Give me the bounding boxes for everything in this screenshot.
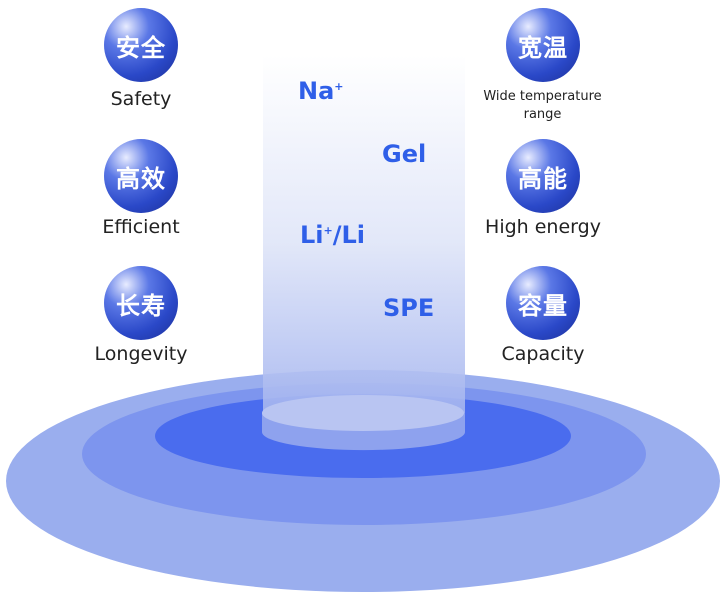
na-label: Na+ [298, 77, 344, 105]
wide-temp-label: Wide temperature range [483, 89, 602, 122]
capacity-badge: 容量 [506, 266, 580, 340]
gel-label: Gel [382, 140, 427, 168]
safety-badge: 安全 [104, 8, 178, 82]
high-energy-label: High energy [485, 216, 601, 238]
spe-label: SPE [383, 294, 435, 322]
high-energy-badge: 高能 [506, 139, 580, 213]
cylinder-top [262, 395, 464, 431]
li-label: Li+/Li [300, 221, 366, 249]
longevity-label: Longevity [94, 343, 188, 365]
light-column [263, 55, 465, 430]
safety-label: Safety [110, 88, 172, 110]
capacity-label: Capacity [501, 343, 585, 365]
efficient-label: Efficient [102, 216, 180, 238]
longevity-badge: 长寿 [104, 266, 178, 340]
efficient-badge: 高效 [104, 139, 178, 213]
wide-temp-badge: 宽温 [506, 8, 580, 82]
